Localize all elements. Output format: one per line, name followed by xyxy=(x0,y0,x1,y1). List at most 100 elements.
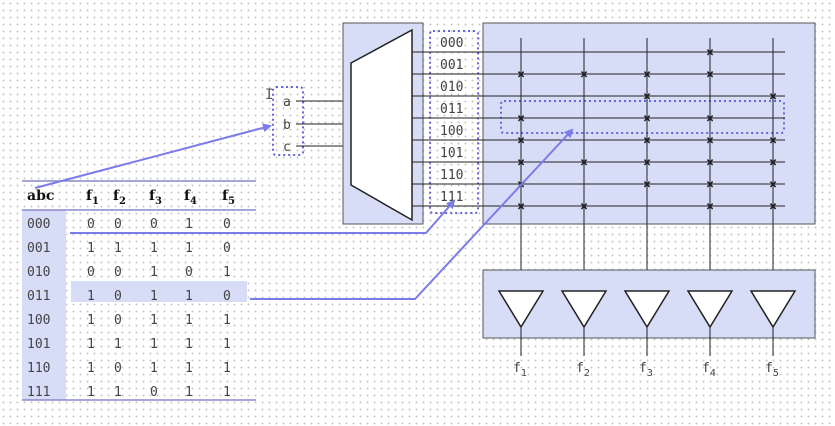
table-cell-f1: 1 xyxy=(87,241,95,256)
table-cell-f1: 1 xyxy=(87,361,95,376)
table-cell-f2: 0 xyxy=(114,265,122,280)
output-label-f2: f2 xyxy=(576,361,590,379)
downward-triangle-icon xyxy=(497,290,545,329)
decoder-output-label: 101 xyxy=(440,146,463,161)
table-header-f4: f4 xyxy=(184,188,197,207)
table-cell-f4: 1 xyxy=(185,337,193,352)
table-cell-f4: 1 xyxy=(185,313,193,328)
table-cell-f3: 1 xyxy=(150,289,158,304)
table-cell-f4: 1 xyxy=(185,289,193,304)
table-cell-f5: 0 xyxy=(223,217,231,232)
output-label-f5: f5 xyxy=(765,361,779,379)
arrow-row000-to-decoder xyxy=(70,199,456,234)
x-mark-icon: × xyxy=(706,134,714,149)
table-cell-f5: 1 xyxy=(223,265,231,280)
x-mark-icon: × xyxy=(706,200,714,215)
x-mark-icon: × xyxy=(706,112,714,127)
table-cell-f3: 0 xyxy=(150,217,158,232)
downward-triangle-icon xyxy=(623,290,671,329)
table-cell-f5: 0 xyxy=(223,241,231,256)
highlighted-row xyxy=(71,281,247,302)
table-cell-f2: 1 xyxy=(114,241,122,256)
decoder-output-dotted-box xyxy=(429,30,479,214)
x-mark-icon: × xyxy=(769,134,777,149)
table-cell-abc: 011 xyxy=(27,289,50,304)
table-row: 001 1 1 1 1 0 xyxy=(27,241,231,256)
output-label-f4: f4 xyxy=(702,361,716,379)
table-cell-f3: 1 xyxy=(150,313,158,328)
abc-column-shading xyxy=(22,210,66,400)
table-cell-f1: 1 xyxy=(87,289,95,304)
table-cell-f4: 1 xyxy=(185,241,193,256)
x-mark-icon: × xyxy=(517,112,525,127)
decoder-output-label: 111 xyxy=(440,190,463,205)
table-cell-abc: 100 xyxy=(27,313,50,328)
table-cell-f5: 1 xyxy=(223,313,231,328)
table-cell-f4: 1 xyxy=(185,385,193,400)
selected-minterm-dotted-box xyxy=(500,100,785,134)
x-mark-icon: × xyxy=(769,178,777,193)
x-mark-icon: × xyxy=(643,112,651,127)
x-mark-icon: × xyxy=(706,156,714,171)
x-mark-icon: × xyxy=(643,156,651,171)
table-header-f3: f3 xyxy=(149,188,162,207)
decoder-output-label: 010 xyxy=(440,80,463,95)
table-cell-f5: 0 xyxy=(223,289,231,304)
table-cell-f2: 0 xyxy=(114,289,122,304)
decoder-output-label: 000 xyxy=(440,36,463,51)
table-cell-f4: 0 xyxy=(185,265,193,280)
table-cell-abc: 000 xyxy=(27,217,50,232)
x-mark-icon: × xyxy=(580,156,588,171)
or-plane-panel xyxy=(482,22,816,225)
downward-triangle-icon xyxy=(749,290,797,329)
decoder-output-label: 001 xyxy=(440,58,463,73)
table-cell-f5: 1 xyxy=(223,361,231,376)
x-mark-icon: × xyxy=(517,68,525,83)
table-cell-f2: 1 xyxy=(114,337,122,352)
decoder: 000 001 010 011 100 101 110 111 xyxy=(342,22,479,225)
x-mark-icon: × xyxy=(643,90,651,105)
table-cell-f1: 0 xyxy=(87,265,95,280)
table-cell-f3: 1 xyxy=(150,337,158,352)
table-cell-abc: 111 xyxy=(27,385,50,400)
decoder-output-label: 011 xyxy=(440,102,463,117)
table-cell-f3: 0 xyxy=(150,385,158,400)
connectors xyxy=(34,123,574,300)
table-cell-f2: 1 xyxy=(114,385,122,400)
table-cell-abc: 001 xyxy=(27,241,50,256)
x-mark-icon: × xyxy=(769,90,777,105)
output-label-f1: f1 xyxy=(513,361,527,379)
table-cell-f3: 1 xyxy=(150,265,158,280)
arrow-abc-to-inputs xyxy=(34,123,272,189)
x-mark-icon: × xyxy=(706,46,714,61)
decoder-output-label: 100 xyxy=(440,124,463,139)
x-mark-icon: × xyxy=(580,68,588,83)
decoder-output-label: 110 xyxy=(440,168,463,183)
input-label-b: b xyxy=(283,118,291,133)
table-header-abc: abc xyxy=(27,188,54,204)
table-cell-f3: 1 xyxy=(150,361,158,376)
or-plane: ××××××××××××××××××××××××××× xyxy=(412,22,816,290)
x-mark-icon: × xyxy=(769,156,777,171)
x-mark-icon: × xyxy=(643,178,651,193)
table-cell-f1: 1 xyxy=(87,337,95,352)
table-cell-f5: 1 xyxy=(223,385,231,400)
table-cell-f3: 1 xyxy=(150,241,158,256)
x-mark-icon: × xyxy=(706,178,714,193)
table-cell-f4: 1 xyxy=(185,361,193,376)
input-dotted-box xyxy=(272,86,304,156)
table-cell-f2: 0 xyxy=(114,313,122,328)
table-cell-abc: 110 xyxy=(27,361,50,376)
output-label-f3: f3 xyxy=(639,361,653,379)
downward-triangle-icon xyxy=(686,290,734,329)
x-mark-icon: × xyxy=(706,68,714,83)
x-mark-icon: × xyxy=(517,156,525,171)
x-mark-icon: × xyxy=(769,200,777,215)
